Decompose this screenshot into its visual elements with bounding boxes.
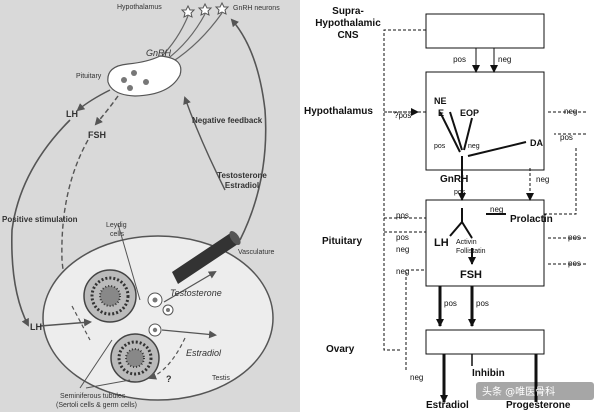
- lh-pathway-arc: [11, 119, 71, 327]
- hypothalamus-label: Hypothalamus: [117, 4, 162, 11]
- pit-pos-label-2: pos: [396, 233, 409, 242]
- pituitary-gland: [107, 55, 182, 97]
- cns-pos-label: pos: [453, 55, 466, 64]
- hypothalamus-label: Hypothalamus: [304, 106, 373, 117]
- activin-label: Activin: [456, 239, 477, 246]
- ovary-box: [425, 329, 545, 355]
- testosterone-label: Testosterone: [170, 288, 222, 298]
- follistatin-label: Follistatin: [456, 248, 486, 255]
- seminiferous-tubule-upper: [83, 269, 137, 323]
- fsh-pathway-arc: [61, 139, 89, 302]
- leydig-nuclei: [152, 297, 170, 333]
- pituitary-to-lh-arrow: [76, 89, 111, 112]
- ovary-neg-label: neg: [410, 373, 423, 382]
- leydig-label-2: cells: [110, 231, 125, 238]
- pit-neg-label-1: neg: [396, 245, 409, 254]
- pituitary-box: [425, 199, 545, 287]
- pit-neg-label-2: neg: [396, 267, 409, 276]
- ne-label: NE: [434, 96, 447, 106]
- left-panel-male-axis: Hypothalamus GnRH neurons GnRH Pituitary…: [0, 0, 300, 412]
- testis-label: Testis: [212, 375, 230, 382]
- seminiferous-label-2: (Sertoli cells & germ cells): [56, 402, 137, 409]
- ovary-label: Ovary: [326, 344, 355, 355]
- lh-ovary-pos-label: pos: [444, 299, 457, 308]
- female-hpo-axis-diagram: Supra- Hypothalamic CNS pos neg Hypothal…: [304, 6, 594, 411]
- gnrh-neurons-label: GnRH neurons: [233, 5, 280, 12]
- question-label: ?: [166, 374, 172, 384]
- dashed-feedback-lines: [383, 29, 426, 370]
- estradiol-arrow: [161, 329, 217, 339]
- watermark-bg: [476, 382, 594, 400]
- fsh-ovary-pos-label: pos: [476, 299, 489, 308]
- cns-neg-label: neg: [498, 55, 511, 64]
- negative-feedback-arc-hypothalamus: [230, 18, 267, 241]
- lh-label: LH: [434, 237, 449, 249]
- supra-label-3: CNS: [337, 30, 358, 41]
- e-label: E: [438, 108, 444, 118]
- male-hpg-axis-diagram: Hypothalamus GnRH neurons GnRH Pituitary…: [2, 1, 280, 409]
- da-neg-label: neg: [536, 175, 549, 184]
- hypo-neg-label: neg: [468, 143, 480, 150]
- supra-label-1: Supra-: [332, 6, 364, 17]
- leydig-label-1: Leydig: [106, 222, 127, 229]
- lh-bottom-label: LH: [30, 322, 42, 332]
- vasculature-tube: [172, 232, 238, 284]
- da-label: DA: [530, 138, 543, 148]
- vasculature-label: Vasculature: [238, 249, 275, 256]
- hypo-pos-label: pos: [434, 143, 446, 150]
- estradiol-label: Estradiol: [186, 348, 222, 358]
- right-inputs: [544, 111, 586, 265]
- supra-label-2: Hypothalamic: [315, 18, 381, 29]
- lh-label: LH: [66, 109, 78, 119]
- q-pos-label: ?pos: [394, 111, 411, 120]
- pit-right-pos-label-2: pos: [568, 259, 581, 268]
- pituitary-label: Pituitary: [76, 73, 102, 80]
- seminiferous-tubule-lower: [110, 333, 160, 383]
- gnrh-axons: [159, 12, 223, 63]
- pit-right-pos-label-1: pos: [568, 233, 581, 242]
- negative-feedback-arc-pituitary: [183, 96, 226, 191]
- right-panel-female-axis: Supra- Hypothalamic CNS pos neg Hypothal…: [300, 0, 600, 412]
- prolactin-label: Prolactin: [510, 214, 553, 225]
- watermark: 头条 @唯医骨科: [482, 385, 555, 398]
- testis-outline: [42, 235, 274, 401]
- testosterone-estradiol-label-2: Estradiol: [225, 181, 259, 190]
- vasculature-opening: [229, 231, 241, 245]
- hypothalamus-box: [425, 71, 545, 171]
- testosterone-estradiol-label-1: Testosterone: [217, 171, 267, 180]
- pituitary-cells: [121, 70, 149, 91]
- gnrh-label: GnRH: [440, 174, 468, 185]
- fsh-label: FSH: [460, 269, 482, 281]
- inhibin-label: Inhibin: [472, 368, 505, 379]
- hypothalamus-inputs: [439, 111, 527, 157]
- gnrh-label: GnRH: [146, 48, 172, 58]
- prolactin-neg-label: neg: [490, 205, 503, 214]
- pituitary-to-fsh-arrow: [94, 95, 119, 126]
- estradiol-label: Estradiol: [426, 400, 469, 411]
- leydig-pointer: [117, 223, 141, 301]
- tubule-pointers: [79, 339, 131, 389]
- gnrh-pos-label: pos: [454, 189, 466, 196]
- lh-to-leydig-arrow: [39, 318, 92, 327]
- progesterone-label: Progesterone: [506, 400, 571, 411]
- negative-feedback-label: Negative feedback: [192, 116, 263, 125]
- hypo-right-neg-label: neg: [564, 107, 577, 116]
- gnrh-neuron-stars: [180, 1, 230, 18]
- hypo-right-pos-label: pos: [560, 133, 573, 142]
- seminiferous-label-1: Seminiferous tubules: [60, 393, 126, 400]
- pituitary-label: Pituitary: [322, 236, 362, 247]
- pituitary-inner-lines: [449, 208, 506, 239]
- positive-stimulation-label: Positive stimulation: [2, 215, 78, 224]
- fsh-label: FSH: [88, 130, 106, 140]
- question-arrow: [148, 337, 186, 380]
- cns-box: [425, 13, 545, 49]
- pit-pos-label-1: pos: [396, 211, 409, 220]
- eop-label: EOP: [460, 108, 479, 118]
- testosterone-arrow: [163, 270, 217, 303]
